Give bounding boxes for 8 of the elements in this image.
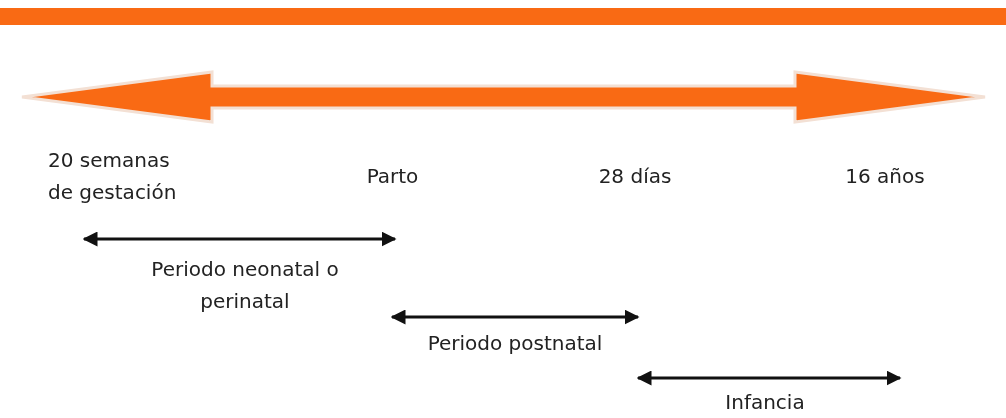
milestone-label: 28 días bbox=[597, 163, 673, 190]
period-label: Periodo neonatal o perinatal bbox=[150, 256, 340, 315]
period-label: Infancia bbox=[724, 389, 806, 416]
milestone-label: Parto bbox=[365, 163, 420, 190]
header-bar bbox=[0, 8, 1006, 25]
period-label: Periodo postnatal bbox=[426, 330, 604, 357]
milestone-label: 16 años bbox=[844, 163, 926, 190]
milestone-label: 20 semanas de gestación bbox=[48, 147, 178, 206]
